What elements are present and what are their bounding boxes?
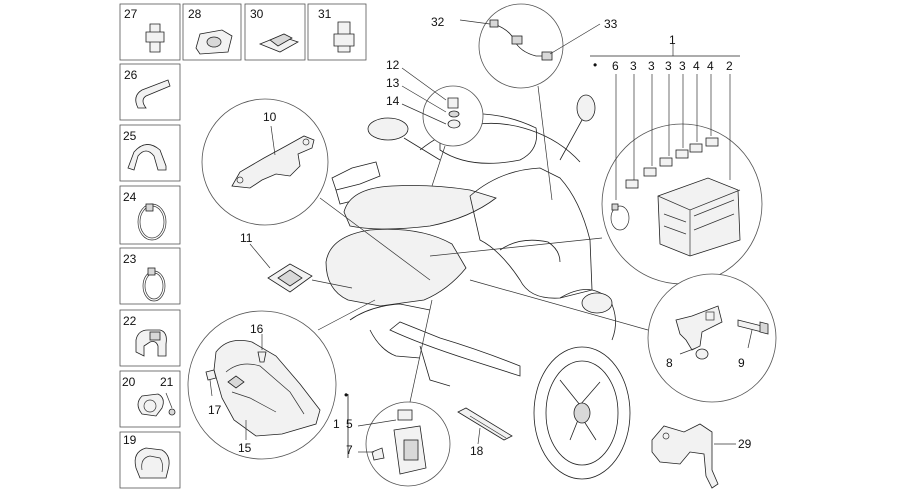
kit-marker-2: • (344, 388, 348, 402)
label-13: 13 (386, 76, 400, 90)
label-10: 10 (263, 110, 277, 124)
label-26: 26 (124, 68, 138, 82)
label-3a: 3 (630, 59, 637, 73)
callout-12-13-14: 12 13 14 (386, 58, 484, 187)
label-19: 19 (123, 433, 137, 447)
thumbnail-24: 24 (119, 185, 181, 245)
thumbnail-25: 25 (119, 124, 181, 182)
thumbnail-30: 30 (244, 3, 306, 61)
label-2: 2 (726, 59, 733, 73)
label-28: 28 (188, 7, 202, 21)
label-24: 24 (123, 190, 137, 204)
thumbnail-23: 23 (119, 247, 181, 305)
label-9: 9 (738, 356, 745, 370)
label-1b: 1 (333, 417, 340, 431)
label-15: 15 (238, 441, 252, 455)
label-30: 30 (250, 7, 264, 21)
part-18: 18 (457, 407, 513, 458)
label-25: 25 (123, 129, 137, 143)
kit-marker: • (593, 58, 597, 72)
label-6: 6 (612, 59, 619, 73)
thumbnail-22: 22 (119, 309, 181, 367)
thumbnail-19: 19 (119, 431, 181, 489)
label-23: 23 (123, 252, 137, 266)
thumbnail-26: 26 (119, 63, 181, 121)
thumbnail-27: 27 (119, 3, 181, 61)
label-32: 32 (431, 15, 445, 29)
label-4a: 4 (693, 59, 700, 73)
label-29: 29 (738, 437, 752, 451)
scooter-outline (325, 94, 631, 480)
label-27: 27 (124, 7, 138, 21)
thumbnail-31: 31 (307, 3, 367, 61)
label-1: 1 (669, 33, 676, 47)
label-31: 31 (318, 7, 332, 21)
callout-fuse-box: 1 • 6 3 3 3 3 4 4 2 (429, 33, 763, 285)
label-20: 20 (122, 375, 136, 389)
label-4b: 4 (707, 59, 714, 73)
label-14: 14 (386, 94, 400, 108)
part-29: 29 (651, 423, 752, 489)
callout-8-9: 8 9 (469, 273, 777, 403)
callout-15-16-17: 16 17 15 (187, 299, 376, 460)
callout-11: 11 (240, 231, 353, 293)
label-5: 5 (346, 417, 353, 431)
callout-32-33: 32 33 (431, 3, 618, 201)
label-22: 22 (123, 314, 137, 328)
label-8: 8 (666, 356, 673, 370)
thumbnail-28: 28 (182, 3, 242, 61)
label-21: 21 (160, 375, 174, 389)
label-11: 11 (240, 231, 253, 245)
label-17: 17 (208, 403, 222, 417)
label-18: 18 (470, 444, 484, 458)
callout-10: 10 (201, 98, 431, 281)
label-3c: 3 (665, 59, 672, 73)
label-12: 12 (386, 58, 400, 72)
label-16: 16 (250, 322, 264, 336)
label-7: 7 (346, 443, 353, 457)
thumbnail-20-21: 20 21 (119, 370, 181, 428)
label-33: 33 (604, 17, 618, 31)
label-3d: 3 (679, 59, 686, 73)
callout-5-7: • 1 5 7 (333, 299, 451, 487)
label-3b: 3 (648, 59, 655, 73)
